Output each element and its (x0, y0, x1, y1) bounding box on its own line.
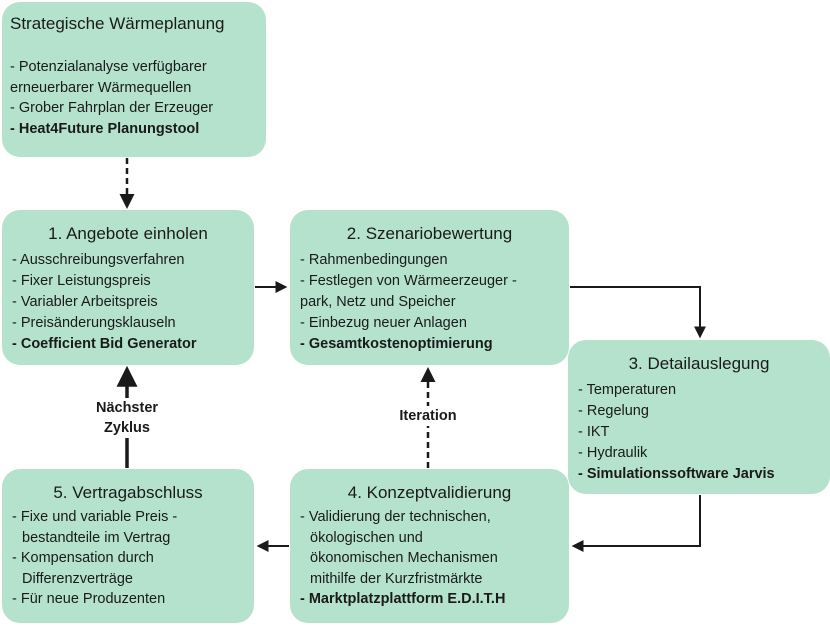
tool-item: - Gesamtkostenoptimierung (300, 336, 493, 352)
box-title: 2. Szenariobewertung (346, 224, 513, 243)
list-item: - Rahmenbedingungen (300, 252, 448, 268)
list-item: - Potenzialanalyse verfügbarer (10, 59, 207, 75)
list-item: ökologischen und (310, 529, 423, 546)
next-cycle-label-line1: Nächster (95, 400, 159, 416)
list-item: - Kompensation durch (12, 550, 154, 566)
item-list: - Ausschreibungsverfahren - Fixer Leistu… (12, 250, 244, 355)
box-step5-contract: 5. Vertragabschluss - Fixe und variable … (2, 469, 254, 623)
next-cycle-label: Nächster Zyklus (84, 398, 170, 438)
list-item: bestandteile im Vertrag (22, 529, 171, 546)
box-step4-concept-validation: 4. Konzeptvalidierung - Validierung der … (290, 469, 569, 623)
item-list: - Potenzialanalyse verfügbarer erneuerba… (10, 57, 258, 139)
box-title: 3. Detailauslegung (628, 354, 770, 373)
box-step2-scenario: 2. Szenariobewertung - Rahmenbedingungen… (290, 210, 569, 365)
tool-item: - Simulationssoftware Jarvis (578, 466, 775, 482)
list-item: - Grober Fahrplan der Erzeuger (10, 100, 214, 116)
list-item: - Festlegen von Wärmeerzeuger - (300, 273, 517, 289)
box-title: 4. Konzeptvalidierung (347, 483, 512, 502)
list-item: - Validierung der technischen, (300, 509, 491, 525)
tool-item: - Coefficient Bid Generator (12, 336, 197, 352)
iteration-label: Iteration (386, 406, 470, 426)
list-item: - Fixer Leistungspreis (12, 273, 151, 289)
list-item: - Variabler Arbeitspreis (12, 294, 158, 310)
list-item: park, Netz und Speicher (300, 294, 456, 310)
list-item: - Einbezug neuer Anlagen (300, 315, 467, 331)
box-title: 1. Angebote einholen (48, 224, 208, 243)
list-item: erneuerbarer Wärmequellen (10, 79, 192, 96)
list-item: Differenzverträge (22, 570, 133, 587)
item-list: - Rahmenbedingungen - Festlegen von Wärm… (300, 250, 559, 355)
item-list: - Validierung der technischen, ökologisc… (300, 507, 559, 610)
list-item: - Preisänderungsklauseln (12, 315, 176, 331)
list-item: - Regelung (578, 403, 649, 419)
box-step3-detail-design: 3. Detailauslegung - Temperaturen - Rege… (568, 340, 830, 494)
item-list: - Fixe und variable Preis - bestandteile… (12, 507, 244, 610)
list-item: mithilfe der Kurzfristmärkte (310, 570, 483, 587)
list-item: - Fixe und variable Preis - (12, 509, 178, 525)
item-list: - Temperaturen - Regelung - IKT - Hydrau… (578, 380, 820, 485)
arrow-step3-to-step4 (571, 495, 701, 552)
list-item: - Ausschreibungsverfahren (12, 252, 185, 268)
list-item: ökonomischen Mechanismen (310, 550, 498, 566)
arrow-step2-to-step3 (570, 286, 706, 339)
box-strategic-heat-planning: Strategische Wärmeplanung - Potenzialana… (2, 2, 266, 157)
box-title: Strategische Wärmeplanung (10, 14, 225, 33)
box-step1-offers: 1. Angebote einholen - Ausschreibungsver… (2, 210, 254, 365)
list-item: - Hydraulik (578, 445, 648, 461)
tool-item: - Marktplatzplattform E.D.I.T.H (300, 591, 506, 607)
box-title: 5. Vertragabschluss (53, 483, 203, 502)
tool-item: - Heat4Future Planungstool (10, 120, 200, 137)
list-item: - Temperaturen (578, 382, 677, 398)
list-item: - Für neue Produzenten (12, 591, 166, 607)
list-item: - IKT (578, 424, 610, 440)
next-cycle-label-line2: Zyklus (104, 420, 150, 436)
